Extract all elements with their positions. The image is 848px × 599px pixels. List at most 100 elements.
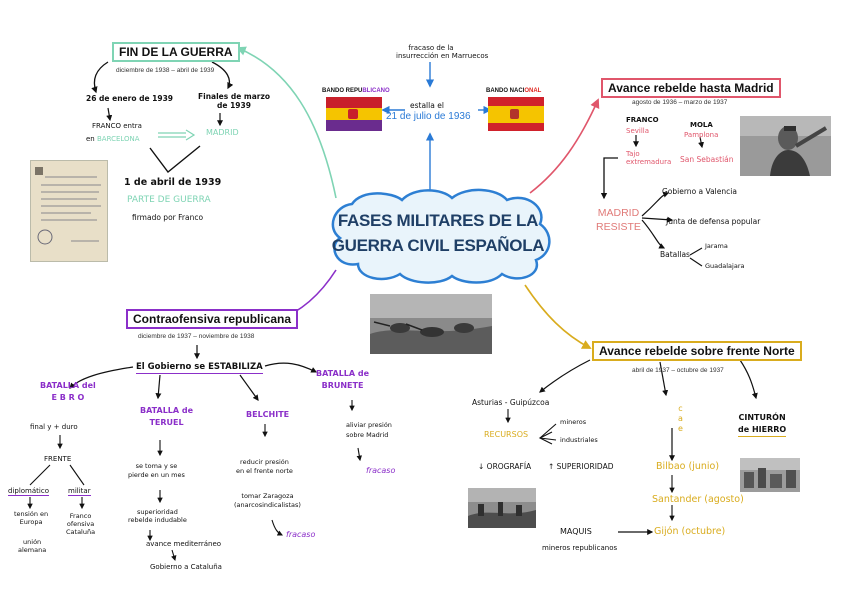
madrid-sansebastian: San Sebastián — [680, 155, 734, 164]
madrid-resiste-line2: RESISTE — [596, 221, 641, 233]
madrid-gobierno: Gobierno a Valencia — [662, 187, 737, 196]
ebro-franco: Franco ofensiva Cataluña — [66, 512, 95, 536]
fin-abril: 1 de abril de 1939 — [124, 177, 222, 188]
madrid-tajo-line2: extremadura — [626, 158, 672, 166]
parte-document-image — [30, 160, 108, 262]
central-cloud — [331, 188, 551, 284]
fin-sub: diciembre de 1938 – abril de 1939 — [116, 67, 215, 74]
ebro-final: final y + duro — [30, 423, 78, 431]
teruel-toma: se toma y se pierde en un mes — [128, 462, 185, 480]
teruel-superioridad: superioridad rebelde indudable — [128, 508, 187, 524]
belchite-reducir-line2: en el frente norte — [236, 467, 293, 475]
norte-cinturon-line1: CINTURÓN — [738, 413, 786, 422]
belchite-reducir: reducir presión en el frente norte — [236, 458, 293, 476]
madrid-tajo-line1: Tajo — [626, 150, 640, 158]
norte-industriales: industriales — [560, 436, 598, 444]
teruel-toma-line2: pierde en un mes — [128, 471, 185, 479]
ebro-title: BATALLA del E B R O — [40, 380, 96, 404]
norte-gijon: Gijón (octubre) — [654, 526, 726, 537]
fin-finales-line2: de 1939 — [217, 101, 251, 110]
republican-label-b: BLICANO — [362, 88, 390, 94]
ebro-tension-line1: tensión en — [14, 510, 49, 518]
norte-asturias: Asturias - Guipúzcoa — [472, 398, 550, 407]
madrid-junta: Junta de defensa popular — [666, 217, 761, 226]
belchite-tomar-line1: tomar Zaragoza — [241, 492, 294, 500]
fin-title: FIN DE LA GUERRA — [112, 42, 240, 62]
estalla-text: estalla el — [410, 101, 444, 110]
teruel-avance: avance mediterráneo — [146, 540, 222, 548]
madrid-resiste: MADRID RESISTE — [596, 206, 641, 234]
fin-madrid: MADRID — [206, 128, 239, 137]
ebro-franco-line2: ofensiva — [66, 520, 95, 528]
fracaso-line2: insurrección en Marruecos — [396, 52, 489, 60]
norte-cae: cae — [676, 404, 685, 434]
national-label-a: BANDO NACI — [486, 88, 525, 94]
teruel-title: BATALLA de TERUEL — [140, 405, 193, 429]
norte-cinturon: CINTURÓN de HIERRO — [738, 412, 787, 437]
contra-sub: diciembre de 1937 – noviembre de 1938 — [138, 333, 255, 340]
ebro-tension-line2: Europa — [19, 518, 43, 526]
ebro-union-line2: alemana — [18, 546, 47, 554]
norte-superioridad: ↑ SUPERIORIDAD — [548, 462, 614, 471]
fin-franco-entra: FRANCO entra — [92, 122, 142, 130]
belchite-fracaso: fracaso — [286, 530, 316, 539]
norte-maquis: MAQUIS — [560, 527, 592, 536]
republican-label-a: BANDO REPU — [322, 88, 363, 94]
madrid-sub: agosto de 1936 – marzo de 1937 — [632, 99, 728, 106]
belchite-title: BELCHITE — [246, 410, 290, 419]
madrid-franco: FRANCO — [626, 116, 659, 124]
ebro-militar: militar — [68, 487, 91, 496]
belchite-reducir-line1: reducir presión — [240, 458, 289, 466]
norte-bilbao: Bilbao (junio) — [656, 461, 720, 472]
norte-recursos: RECURSOS — [484, 430, 529, 439]
teruel-superioridad-line1: superioridad — [137, 508, 178, 516]
brunete-line1: BATALLA de — [316, 369, 370, 378]
central-title-line1: FASES MILITARES DE LA — [337, 211, 539, 230]
ebro-diplomatico: diplomático — [8, 487, 49, 496]
ebro-franco-line3: Cataluña — [66, 528, 96, 536]
norte-title: Avance rebelde sobre frente Norte — [592, 341, 802, 361]
ebro-line1: BATALLA del — [40, 381, 96, 390]
ebro-union-line1: unión — [23, 538, 42, 546]
teruel-gobierno: Gobierno a Cataluña — [150, 563, 222, 571]
brunete-fracaso: fracaso — [366, 466, 396, 475]
norte-santander: Santander (agosto) — [652, 494, 744, 505]
ebro-union: unión alemana — [18, 538, 46, 554]
madrid-mola: MOLA — [690, 121, 713, 129]
belchite-tomar-line2: (anarcosindicalistas) — [234, 501, 301, 509]
ebro-line2: E B R O — [51, 393, 85, 402]
fin-en: en — [86, 135, 95, 143]
fin-finales: Finales de marzo de 1939 — [198, 92, 270, 110]
contra-title: Contraofensiva republicana — [126, 309, 299, 329]
ebro-franco-line1: Franco — [69, 512, 92, 520]
teruel-toma-line1: se toma y se — [135, 462, 178, 470]
brunete-aliviar: aliviar presión sobre Madrid — [346, 420, 392, 440]
franco-photo — [740, 116, 831, 176]
brunete-aliviar-line1: aliviar presión — [346, 421, 392, 429]
norte-photo-right — [740, 458, 800, 492]
norte-orografia: ↓ OROGRAFÍA — [478, 462, 532, 471]
fracaso-note: fracaso de la insurrección en Marruecos — [396, 44, 489, 60]
soldiers-photo — [370, 294, 492, 354]
norte-sub: abril de 1937 – octubre de 1937 — [632, 367, 724, 374]
fin-barcelona-line: en BARCELONA — [86, 135, 140, 143]
norte-photo-left — [468, 488, 536, 528]
fin-finales-line1: Finales de marzo — [198, 92, 270, 101]
central-title: FASES MILITARES DE LA GUERRA CIVIL ESPAÑ… — [322, 208, 554, 258]
fracaso-line1: fracaso de la — [408, 44, 454, 52]
fin-enero: 26 de enero de 1939 — [86, 94, 174, 103]
teruel-line2: TERUEL — [149, 418, 184, 427]
norte-cinturon-line2: de HIERRO — [738, 424, 787, 437]
ebro-tension: tensión en Europa — [14, 510, 48, 526]
republican-shield-icon — [348, 109, 358, 119]
brunete-title: BATALLA de BRUNETE — [316, 368, 369, 392]
madrid-resiste-line1: MADRID — [597, 207, 640, 219]
ebro-frente: FRENTE — [44, 455, 72, 463]
madrid-guadalajara: Guadalajara — [705, 262, 745, 270]
fin-firmado: firmado por Franco — [132, 213, 204, 222]
brunete-aliviar-line2: sobre Madrid — [346, 431, 389, 439]
madrid-batallas: Batallas — [660, 250, 690, 259]
fin-barcelona: BARCELONA — [96, 135, 140, 143]
madrid-tajo: Tajo extremadura — [626, 150, 671, 166]
